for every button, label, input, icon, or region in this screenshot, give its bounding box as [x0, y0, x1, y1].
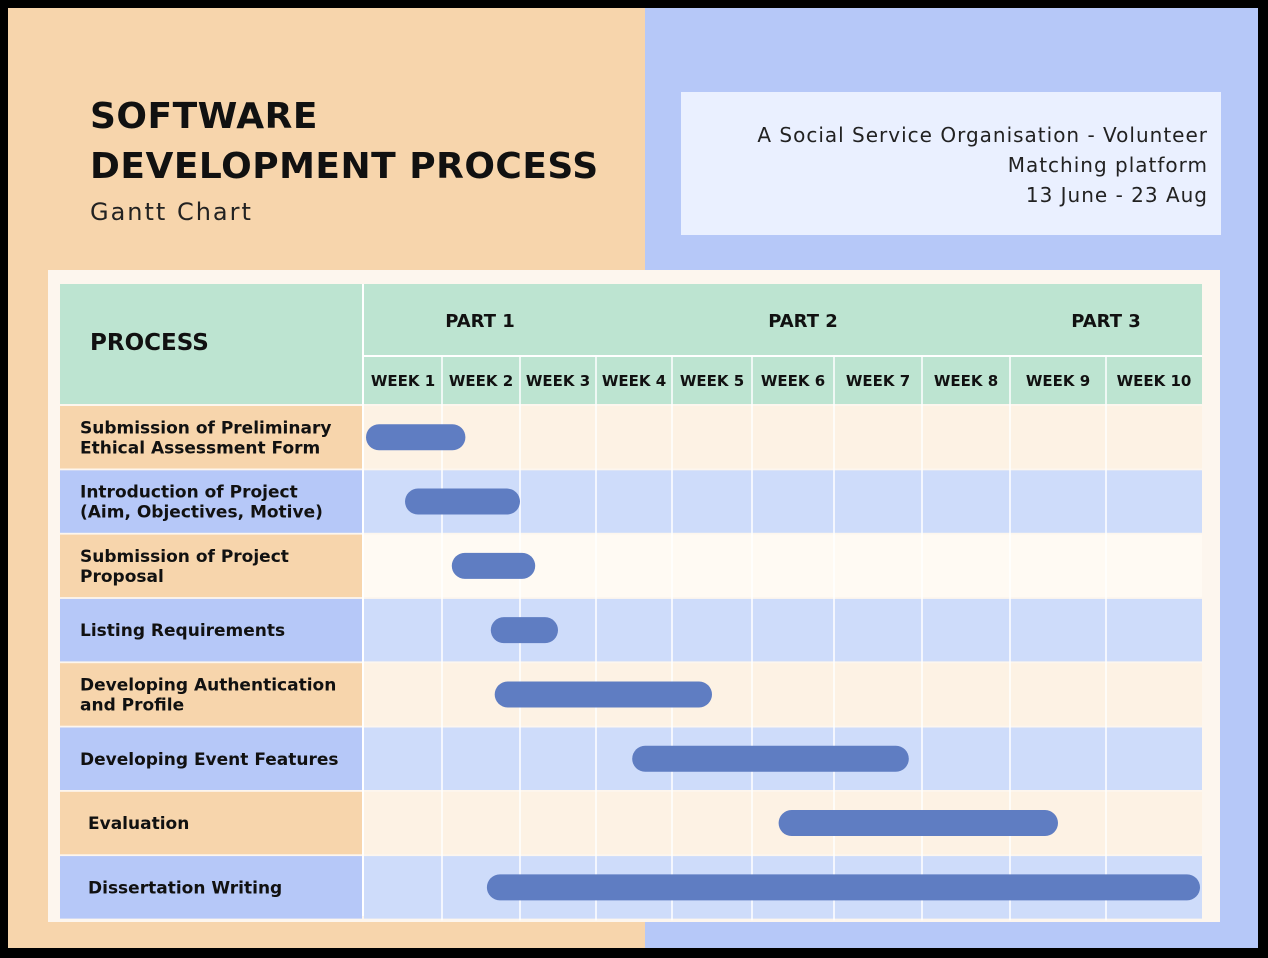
title-line-1: SOFTWARE [90, 96, 318, 137]
task-bar [405, 488, 520, 515]
task-name: Ethical Assessment Form [80, 438, 320, 458]
task-name: Introduction of Project [80, 483, 298, 503]
task-bar [451, 552, 536, 579]
task-bar [778, 810, 1058, 837]
task-label-cell [60, 791, 362, 855]
task-bar [490, 617, 558, 644]
part-label: PART 1 [445, 311, 515, 332]
title-line-2: DEVELOPMENT PROCESS [90, 146, 599, 187]
task-label-cell [60, 727, 362, 790]
week-label: WEEK 7 [846, 372, 910, 390]
task-label-cell [60, 598, 362, 662]
task-label-cell [60, 856, 362, 919]
task-row [364, 406, 1202, 469]
task-bar [366, 424, 466, 451]
info-line-3: 13 June - 23 Aug [1025, 183, 1208, 207]
week-label: WEEK 8 [934, 372, 998, 390]
task-name: Developing Event Features [80, 750, 339, 770]
task-bar [632, 745, 909, 772]
task-name: (Aim, Objectives, Motive) [80, 503, 323, 523]
gantt-poster: SOFTWARE DEVELOPMENT PROCESS Gantt Chart… [8, 8, 1258, 948]
info-line-2: Matching platform [1007, 153, 1208, 177]
info-line-1: A Social Service Organisation - Voluntee… [757, 123, 1208, 147]
task-bar [494, 681, 712, 708]
task-name: and Profile [80, 695, 184, 715]
week-label: WEEK 6 [761, 372, 825, 390]
page-subtitle: Gantt Chart [90, 198, 253, 226]
task-name: Dissertation Writing [88, 878, 282, 898]
project-info-box: A Social Service Organisation - Voluntee… [681, 92, 1221, 235]
process-header-cell [60, 284, 362, 404]
task-row [364, 663, 1202, 726]
task-bar [486, 874, 1200, 901]
task-name: Submission of Preliminary [80, 418, 331, 438]
task-label-cell [60, 406, 362, 469]
task-name: Developing Authentication [80, 675, 336, 695]
task-name: Submission of Project [80, 547, 289, 567]
task-label-cell [60, 534, 362, 598]
week-label: WEEK 5 [680, 372, 744, 390]
gantt-chart: PROCESS PART 1 PART 2 PART 3 WEEK 1 WEEK 2 WEE… [60, 284, 1202, 921]
week-label: WEEK 4 [602, 372, 666, 390]
task-name: Listing Requirements [80, 621, 285, 641]
week-label: WEEK 10 [1117, 372, 1192, 390]
task-name: Evaluation [88, 814, 189, 834]
task-label-cell [60, 470, 362, 533]
week-label: WEEK 3 [526, 372, 590, 390]
task-row [364, 598, 1202, 662]
part-label: PART 2 [768, 311, 838, 332]
week-label: WEEK 1 [371, 372, 435, 390]
page-title: SOFTWARE DEVELOPMENT PROCESS [90, 92, 599, 192]
process-header-label: PROCESS [90, 330, 209, 356]
week-label: WEEK 2 [449, 372, 513, 390]
timeline-header [364, 284, 1202, 404]
task-name: Proposal [80, 567, 164, 587]
gantt-chart-panel: PROCESS PART 1 PART 2 PART 3 WEEK 1 WEEK 2 WEE… [48, 270, 1220, 922]
task-label-cell [60, 663, 362, 726]
week-label: WEEK 9 [1026, 372, 1090, 390]
part-label: PART 3 [1071, 311, 1141, 332]
